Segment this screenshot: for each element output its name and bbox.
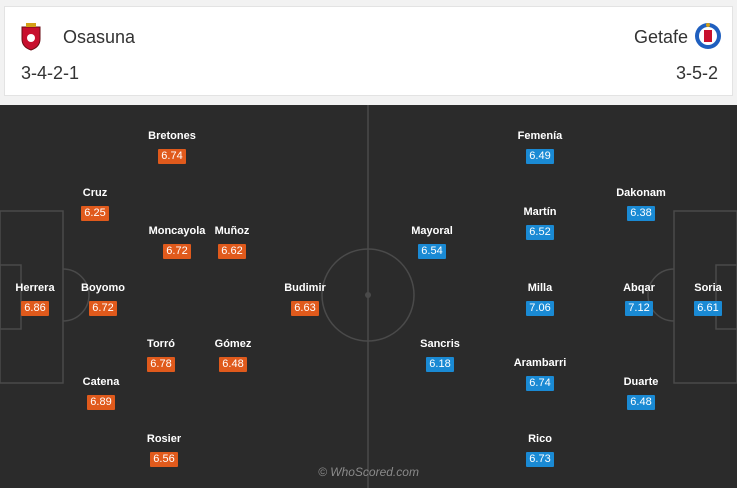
pitch: Herrera 6.86 Cruz 6.25 Boyomo 6.72 Caten… (0, 105, 737, 488)
player-rating: 6.72 (163, 244, 191, 259)
player-away-9[interactable]: Rico 6.73 (500, 433, 580, 467)
player-away-2[interactable]: Dakonam 6.38 (601, 187, 681, 221)
player-rating: 6.62 (218, 244, 246, 259)
player-away-8[interactable]: Arambarri 6.74 (500, 357, 580, 391)
player-name: Bretones (148, 130, 196, 142)
player-rating: 6.18 (426, 357, 454, 372)
player-home-11[interactable]: Budimir 6.63 (265, 282, 345, 316)
player-home-1[interactable]: Herrera 6.86 (0, 282, 75, 316)
player-name: Moncayola (148, 225, 206, 237)
player-away-11[interactable]: Sancris 6.18 (400, 338, 480, 372)
player-rating: 6.56 (150, 452, 178, 467)
player-rating: 6.61 (694, 301, 722, 316)
player-name: Arambarri (513, 357, 567, 369)
player-away-4[interactable]: Duarte 6.48 (601, 376, 681, 410)
player-home-9[interactable]: Muñoz 6.62 (192, 225, 272, 259)
player-rating: 7.06 (526, 301, 554, 316)
player-name: Gómez (214, 338, 252, 350)
player-rating: 6.78 (147, 357, 175, 372)
player-home-5[interactable]: Bretones 6.74 (132, 130, 212, 164)
player-rating: 6.25 (81, 206, 109, 221)
player-name: Budimir (284, 282, 326, 294)
player-rating: 6.74 (526, 376, 554, 391)
player-name: Rosier (146, 433, 182, 445)
away-formation: 3-5-2 (675, 63, 718, 83)
match-header: Osasuna 3-4-2-1 Getafe 3-5-2 (4, 6, 733, 96)
player-name: Boyomo (81, 282, 125, 294)
player-away-5[interactable]: Femenía 6.49 (500, 130, 580, 164)
player-name: Dakonam (616, 187, 666, 199)
player-rating: 6.89 (87, 395, 115, 410)
player-name: Duarte (623, 376, 659, 388)
home-formation: 3-4-2-1 (21, 63, 80, 83)
player-rating: 6.86 (21, 301, 49, 316)
player-home-2[interactable]: Cruz 6.25 (55, 187, 135, 221)
player-name: Torró (147, 338, 175, 350)
player-name: Femenía (517, 130, 563, 142)
player-rating: 6.49 (526, 149, 554, 164)
home-team-name[interactable]: Osasuna (63, 27, 136, 47)
pitch-lines (0, 105, 737, 488)
player-away-10[interactable]: Mayoral 6.54 (392, 225, 472, 259)
player-home-8[interactable]: Rosier 6.56 (124, 433, 204, 467)
player-rating: 6.48 (219, 357, 247, 372)
player-rating: 6.73 (526, 452, 554, 467)
watermark: © WhoScored.com (318, 465, 419, 479)
player-name: Milla (527, 282, 553, 294)
player-home-6[interactable]: Moncayola 6.72 (137, 225, 217, 259)
player-name: Catena (82, 376, 120, 388)
player-away-7[interactable]: Milla 7.06 (500, 282, 580, 316)
player-away-1[interactable]: Soria 6.61 (668, 282, 737, 316)
player-home-3[interactable]: Boyomo 6.72 (63, 282, 143, 316)
player-name: Rico (528, 433, 552, 445)
player-rating: 6.74 (158, 149, 186, 164)
player-rating: 7.12 (625, 301, 653, 316)
player-name: Sancris (420, 338, 460, 350)
player-name: Mayoral (411, 225, 453, 237)
player-name: Martín (523, 206, 557, 218)
player-home-7[interactable]: Torró 6.78 (121, 338, 201, 372)
player-rating: 6.63 (291, 301, 319, 316)
player-rating: 6.48 (627, 395, 655, 410)
player-name: Muñoz (214, 225, 250, 237)
getafe-crest-icon (695, 23, 721, 49)
player-name: Abqar (623, 282, 655, 294)
player-rating: 6.54 (418, 244, 446, 259)
player-home-4[interactable]: Catena 6.89 (61, 376, 141, 410)
player-name: Cruz (82, 187, 108, 199)
player-home-10[interactable]: Gómez 6.48 (193, 338, 273, 372)
osasuna-crest-icon (21, 23, 41, 51)
player-rating: 6.72 (89, 301, 117, 316)
player-rating: 6.38 (627, 206, 655, 221)
player-name: Herrera (15, 282, 55, 294)
player-away-6[interactable]: Martín 6.52 (500, 206, 580, 240)
player-rating: 6.52 (526, 225, 554, 240)
player-name: Soria (694, 282, 722, 294)
player-away-3[interactable]: Abqar 7.12 (599, 282, 679, 316)
away-team-name[interactable]: Getafe (633, 27, 688, 47)
